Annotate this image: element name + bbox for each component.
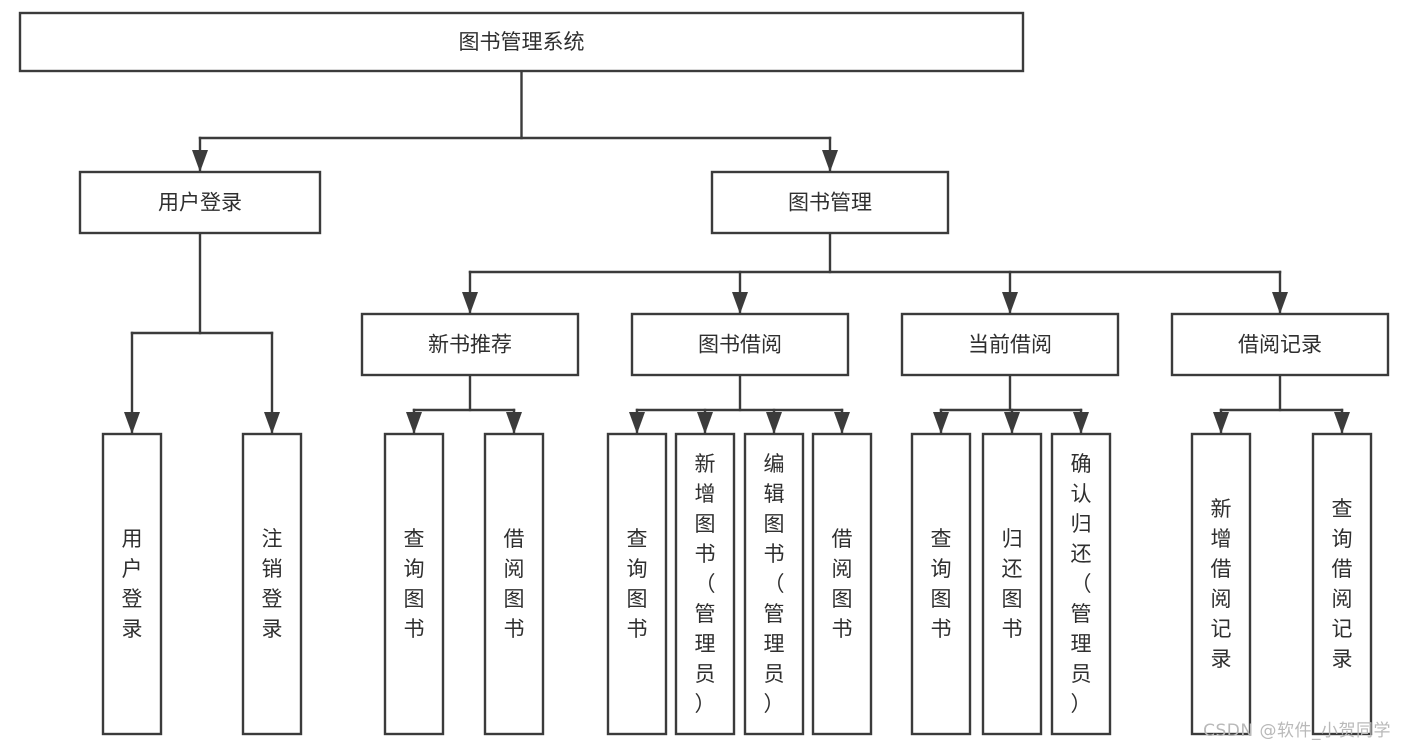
node-current-borrow[interactable]: 当前借阅 (900, 312, 1120, 377)
node-label-leaf-borrow-book: 借阅图书 (832, 527, 853, 641)
watermark-label: CSDN @软件_小贺同学 (1203, 721, 1391, 741)
node-box-book-borrow (630, 312, 850, 377)
node-box-leaf-query-borrow-record (1311, 432, 1373, 736)
node-leaf-query-book-rec[interactable]: 查询图书 (383, 432, 445, 736)
node-box-leaf-add-book-admin (674, 432, 736, 736)
node-box-borrow-record (1170, 312, 1390, 377)
node-label-leaf-confirm-return-admin: 确认归还（管理员） (1071, 452, 1092, 716)
node-leaf-query-book-borrow[interactable]: 查询图书 (606, 432, 668, 736)
node-label-user-login: 用户登录 (158, 191, 242, 215)
node-label-leaf-user-login: 用户登录 (122, 527, 143, 641)
connector-layer (124, 69, 1350, 435)
node-label-leaf-return-book: 归还图书 (1002, 527, 1023, 641)
node-box-leaf-user-login (101, 432, 163, 736)
node-new-book-recommend[interactable]: 新书推荐 (360, 312, 580, 377)
node-root[interactable]: 图书管理系统 (18, 11, 1025, 73)
node-leaf-query-book-current[interactable]: 查询图书 (910, 432, 972, 736)
node-leaf-confirm-return-admin[interactable]: 确认归还（管理员） (1050, 432, 1112, 736)
node-borrow-record[interactable]: 借阅记录 (1170, 312, 1390, 377)
node-leaf-user-login[interactable]: 用户登录 (101, 432, 163, 736)
node-leaf-edit-book-admin[interactable]: 编辑图书（管理员） (743, 432, 805, 736)
node-label-book-borrow: 图书借阅 (698, 333, 782, 357)
node-box-leaf-query-book-rec (383, 432, 445, 736)
node-label-leaf-query-book-current: 查询图书 (931, 527, 952, 641)
node-label-leaf-borrow-book-rec: 借阅图书 (504, 527, 525, 641)
node-box-leaf-borrow-book (811, 432, 873, 736)
node-label-leaf-add-borrow-record: 新增借阅记录 (1211, 497, 1232, 671)
node-label-leaf-add-book-admin: 新增图书（管理员） (695, 452, 716, 716)
node-box-leaf-confirm-return-admin (1050, 432, 1112, 736)
node-box-leaf-borrow-book-rec (483, 432, 545, 736)
node-book-borrow[interactable]: 图书借阅 (630, 312, 850, 377)
node-box-root (18, 11, 1025, 73)
node-user-login[interactable]: 用户登录 (78, 170, 322, 235)
node-label-leaf-edit-book-admin: 编辑图书（管理员） (764, 452, 785, 716)
node-leaf-borrow-book-rec[interactable]: 借阅图书 (483, 432, 545, 736)
node-label-current-borrow: 当前借阅 (968, 333, 1052, 357)
node-leaf-return-book[interactable]: 归还图书 (981, 432, 1043, 736)
node-label-leaf-user-logout: 注销登录 (262, 527, 283, 641)
node-box-leaf-query-book-borrow (606, 432, 668, 736)
node-leaf-add-book-admin[interactable]: 新增图书（管理员） (674, 432, 736, 736)
node-box-leaf-add-borrow-record (1190, 432, 1252, 736)
node-label-leaf-query-book-borrow: 查询图书 (627, 527, 648, 641)
node-box-leaf-return-book (981, 432, 1043, 736)
node-box-leaf-edit-book-admin (743, 432, 805, 736)
node-label-root: 图书管理系统 (459, 30, 585, 54)
node-label-leaf-query-book-rec: 查询图书 (404, 527, 425, 641)
node-box-leaf-query-book-current (910, 432, 972, 736)
node-layer: 图书管理系统用户登录图书管理新书推荐图书借阅当前借阅借阅记录用户登录注销登录查询… (18, 11, 1390, 736)
node-label-book-manage: 图书管理 (788, 191, 872, 215)
node-label-borrow-record: 借阅记录 (1238, 333, 1322, 357)
node-box-leaf-user-logout (241, 432, 303, 736)
node-leaf-borrow-book[interactable]: 借阅图书 (811, 432, 873, 736)
node-label-new-book-recommend: 新书推荐 (428, 333, 512, 357)
node-label-leaf-query-borrow-record: 查询借阅记录 (1332, 497, 1353, 671)
node-box-user-login (78, 170, 322, 235)
node-leaf-user-logout[interactable]: 注销登录 (241, 432, 303, 736)
node-leaf-add-borrow-record[interactable]: 新增借阅记录 (1190, 432, 1252, 736)
node-book-manage[interactable]: 图书管理 (710, 170, 950, 235)
node-box-book-manage (710, 170, 950, 235)
node-leaf-query-borrow-record[interactable]: 查询借阅记录 (1311, 432, 1373, 736)
node-box-new-book-recommend (360, 312, 580, 377)
node-box-current-borrow (900, 312, 1120, 377)
